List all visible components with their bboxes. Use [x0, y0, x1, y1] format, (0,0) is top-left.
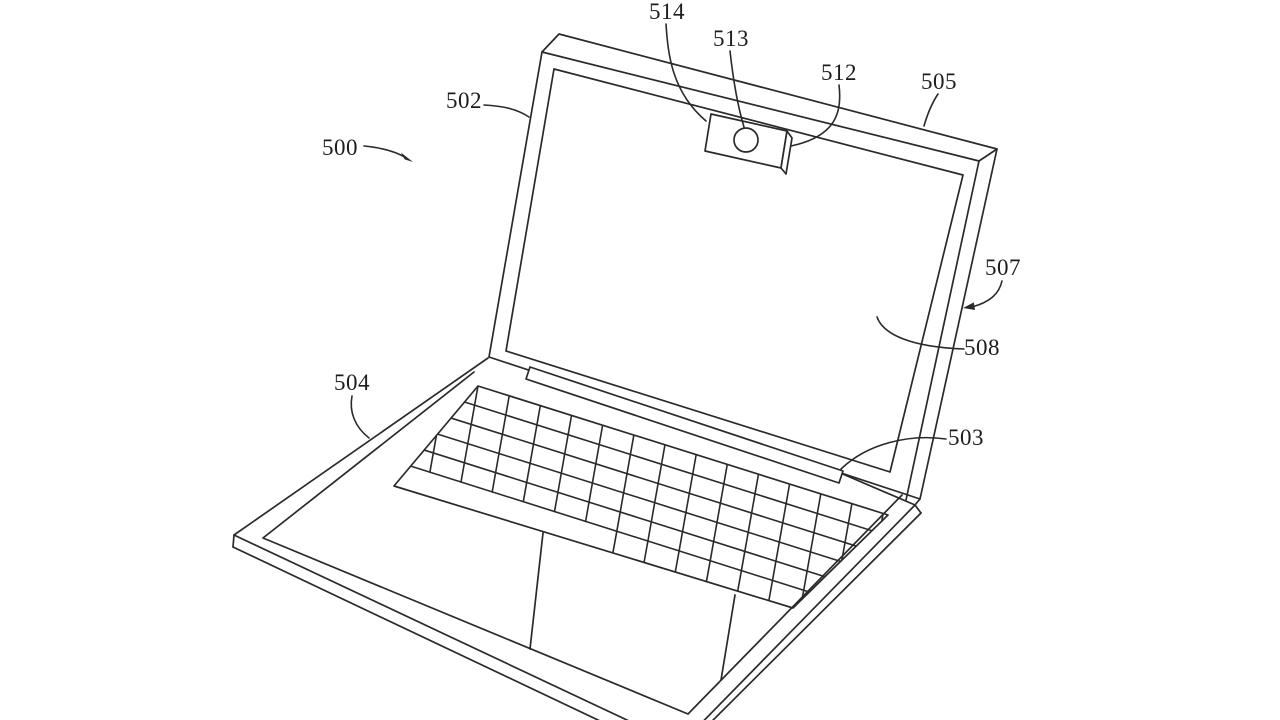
leader-505: [923, 93, 939, 127]
leader-513: [729, 50, 745, 128]
leader-503: [840, 436, 947, 470]
ref-label-508: 508: [964, 335, 1000, 360]
leader-508: [876, 316, 965, 350]
hinge-bar: [525, 366, 844, 484]
leader-514: [665, 23, 707, 122]
ref-label-500: 500: [322, 135, 358, 160]
laptop-base: [232, 357, 922, 720]
leader-lines: [350, 23, 1003, 470]
leader-500: [363, 145, 407, 159]
ref-label-513: 513: [713, 26, 749, 51]
camera-lens: [733, 127, 759, 153]
ref-label-502: 502: [446, 88, 482, 113]
camera-housing-side: [780, 130, 793, 175]
leader-504: [350, 395, 370, 439]
arrowhead-507: [963, 302, 975, 310]
ref-label-505: 505: [921, 69, 957, 94]
ref-label-507: 507: [985, 255, 1021, 280]
ref-label-512: 512: [821, 60, 857, 85]
front-touch-panels: [529, 532, 736, 681]
ref-label-514: 514: [649, 0, 685, 24]
camera-module: [704, 113, 793, 175]
laptop-lid: [488, 33, 998, 501]
base-inner-margin: [262, 371, 903, 715]
ref-label-504: 504: [334, 370, 370, 395]
leader-502: [483, 104, 530, 118]
panel-separator-1: [529, 532, 544, 650]
ref-label-503: 503: [948, 425, 984, 450]
arrowhead-500: [400, 152, 413, 162]
panel-separator-2: [720, 594, 736, 681]
leader-507: [971, 280, 1003, 308]
keyboard-grid: [393, 385, 889, 609]
leader-512: [790, 84, 841, 147]
display-bezel: [505, 68, 964, 473]
